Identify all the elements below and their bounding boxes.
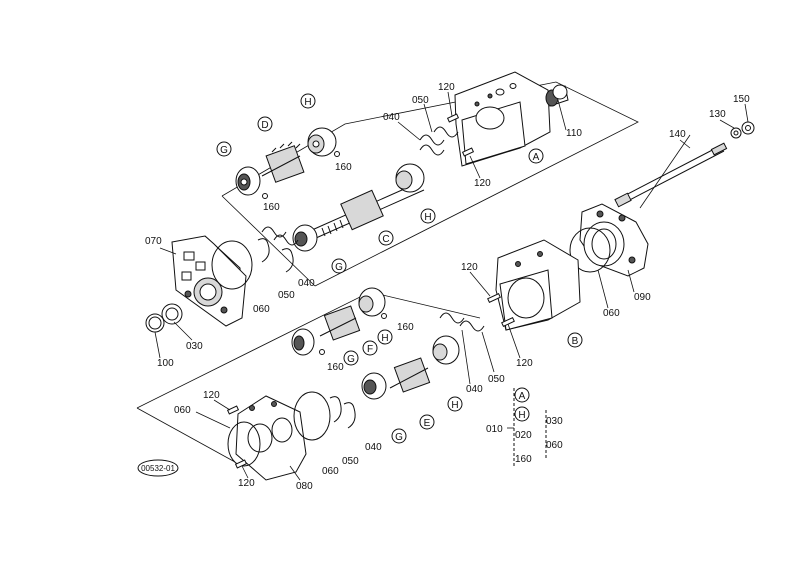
callout-F: F <box>367 344 373 355</box>
callout-H: H <box>304 97 311 108</box>
kit-legend <box>507 388 547 466</box>
label-060: 060 <box>322 466 339 477</box>
label-110: 110 <box>566 128 582 139</box>
part-number-labels: 120 050 040 110 120 160 160 140 130 150 … <box>145 82 750 492</box>
label-120: 120 <box>203 390 220 401</box>
label-090: 090 <box>634 292 651 303</box>
housing-b <box>487 239 581 331</box>
housing-a <box>454 71 569 167</box>
label-140: 140 <box>669 129 686 140</box>
leader-lines <box>154 91 749 481</box>
drawing-stamp: 00532-01 <box>137 459 179 477</box>
label-130: 130 <box>709 109 726 120</box>
label-030: 030 <box>546 416 563 427</box>
rear-housing <box>569 203 649 277</box>
callout-A: A <box>533 152 540 163</box>
callout-H: H <box>518 410 525 421</box>
label-160: 160 <box>515 454 532 465</box>
label-040: 040 <box>466 384 483 395</box>
label-080: 080 <box>296 481 313 492</box>
label-050: 050 <box>278 290 295 301</box>
middle-assembly <box>291 287 485 400</box>
callout-H: H <box>424 212 431 223</box>
shaft-140 <box>614 121 755 208</box>
label-160: 160 <box>335 162 352 173</box>
label-060: 060 <box>253 304 270 315</box>
label-040: 040 <box>365 442 382 453</box>
label-050: 050 <box>488 374 505 385</box>
label-060: 060 <box>174 405 191 416</box>
label-120: 120 <box>516 358 533 369</box>
label-020: 020 <box>515 430 532 441</box>
callout-G: G <box>395 432 403 443</box>
front-cover <box>145 235 294 333</box>
label-060: 060 <box>546 440 563 451</box>
callout-G: G <box>335 262 343 273</box>
label-060: 060 <box>603 308 620 319</box>
lower-housing <box>226 391 356 481</box>
callout-C: C <box>382 234 389 245</box>
label-100: 100 <box>157 358 174 369</box>
label-030: 030 <box>186 341 203 352</box>
callout-G: G <box>347 354 355 365</box>
callout-B: B <box>572 336 579 347</box>
label-070: 070 <box>145 236 162 247</box>
label-040: 040 <box>383 112 400 123</box>
label-160: 160 <box>327 362 344 373</box>
stamp-text: 00532-01 <box>141 464 175 473</box>
label-120: 120 <box>461 262 478 273</box>
label-150: 150 <box>733 94 750 105</box>
label-050: 050 <box>342 456 359 467</box>
callout-E: E <box>424 418 431 429</box>
callout-G: G <box>220 145 228 156</box>
label-120: 120 <box>438 82 455 93</box>
callout-H: H <box>381 333 388 344</box>
label-160: 160 <box>263 202 280 213</box>
label-120: 120 <box>238 478 255 489</box>
label-120: 120 <box>474 178 491 189</box>
label-010: 010 <box>486 424 503 435</box>
label-160: 160 <box>397 322 414 333</box>
letter-callouts: A B C D E F G G G G H H H H A H <box>216 93 583 444</box>
upper-assembly <box>235 113 475 252</box>
callout-D: D <box>261 120 268 131</box>
label-040: 040 <box>298 278 315 289</box>
callout-H: H <box>451 400 458 411</box>
callout-A: A <box>519 391 526 402</box>
label-050: 050 <box>412 95 429 106</box>
